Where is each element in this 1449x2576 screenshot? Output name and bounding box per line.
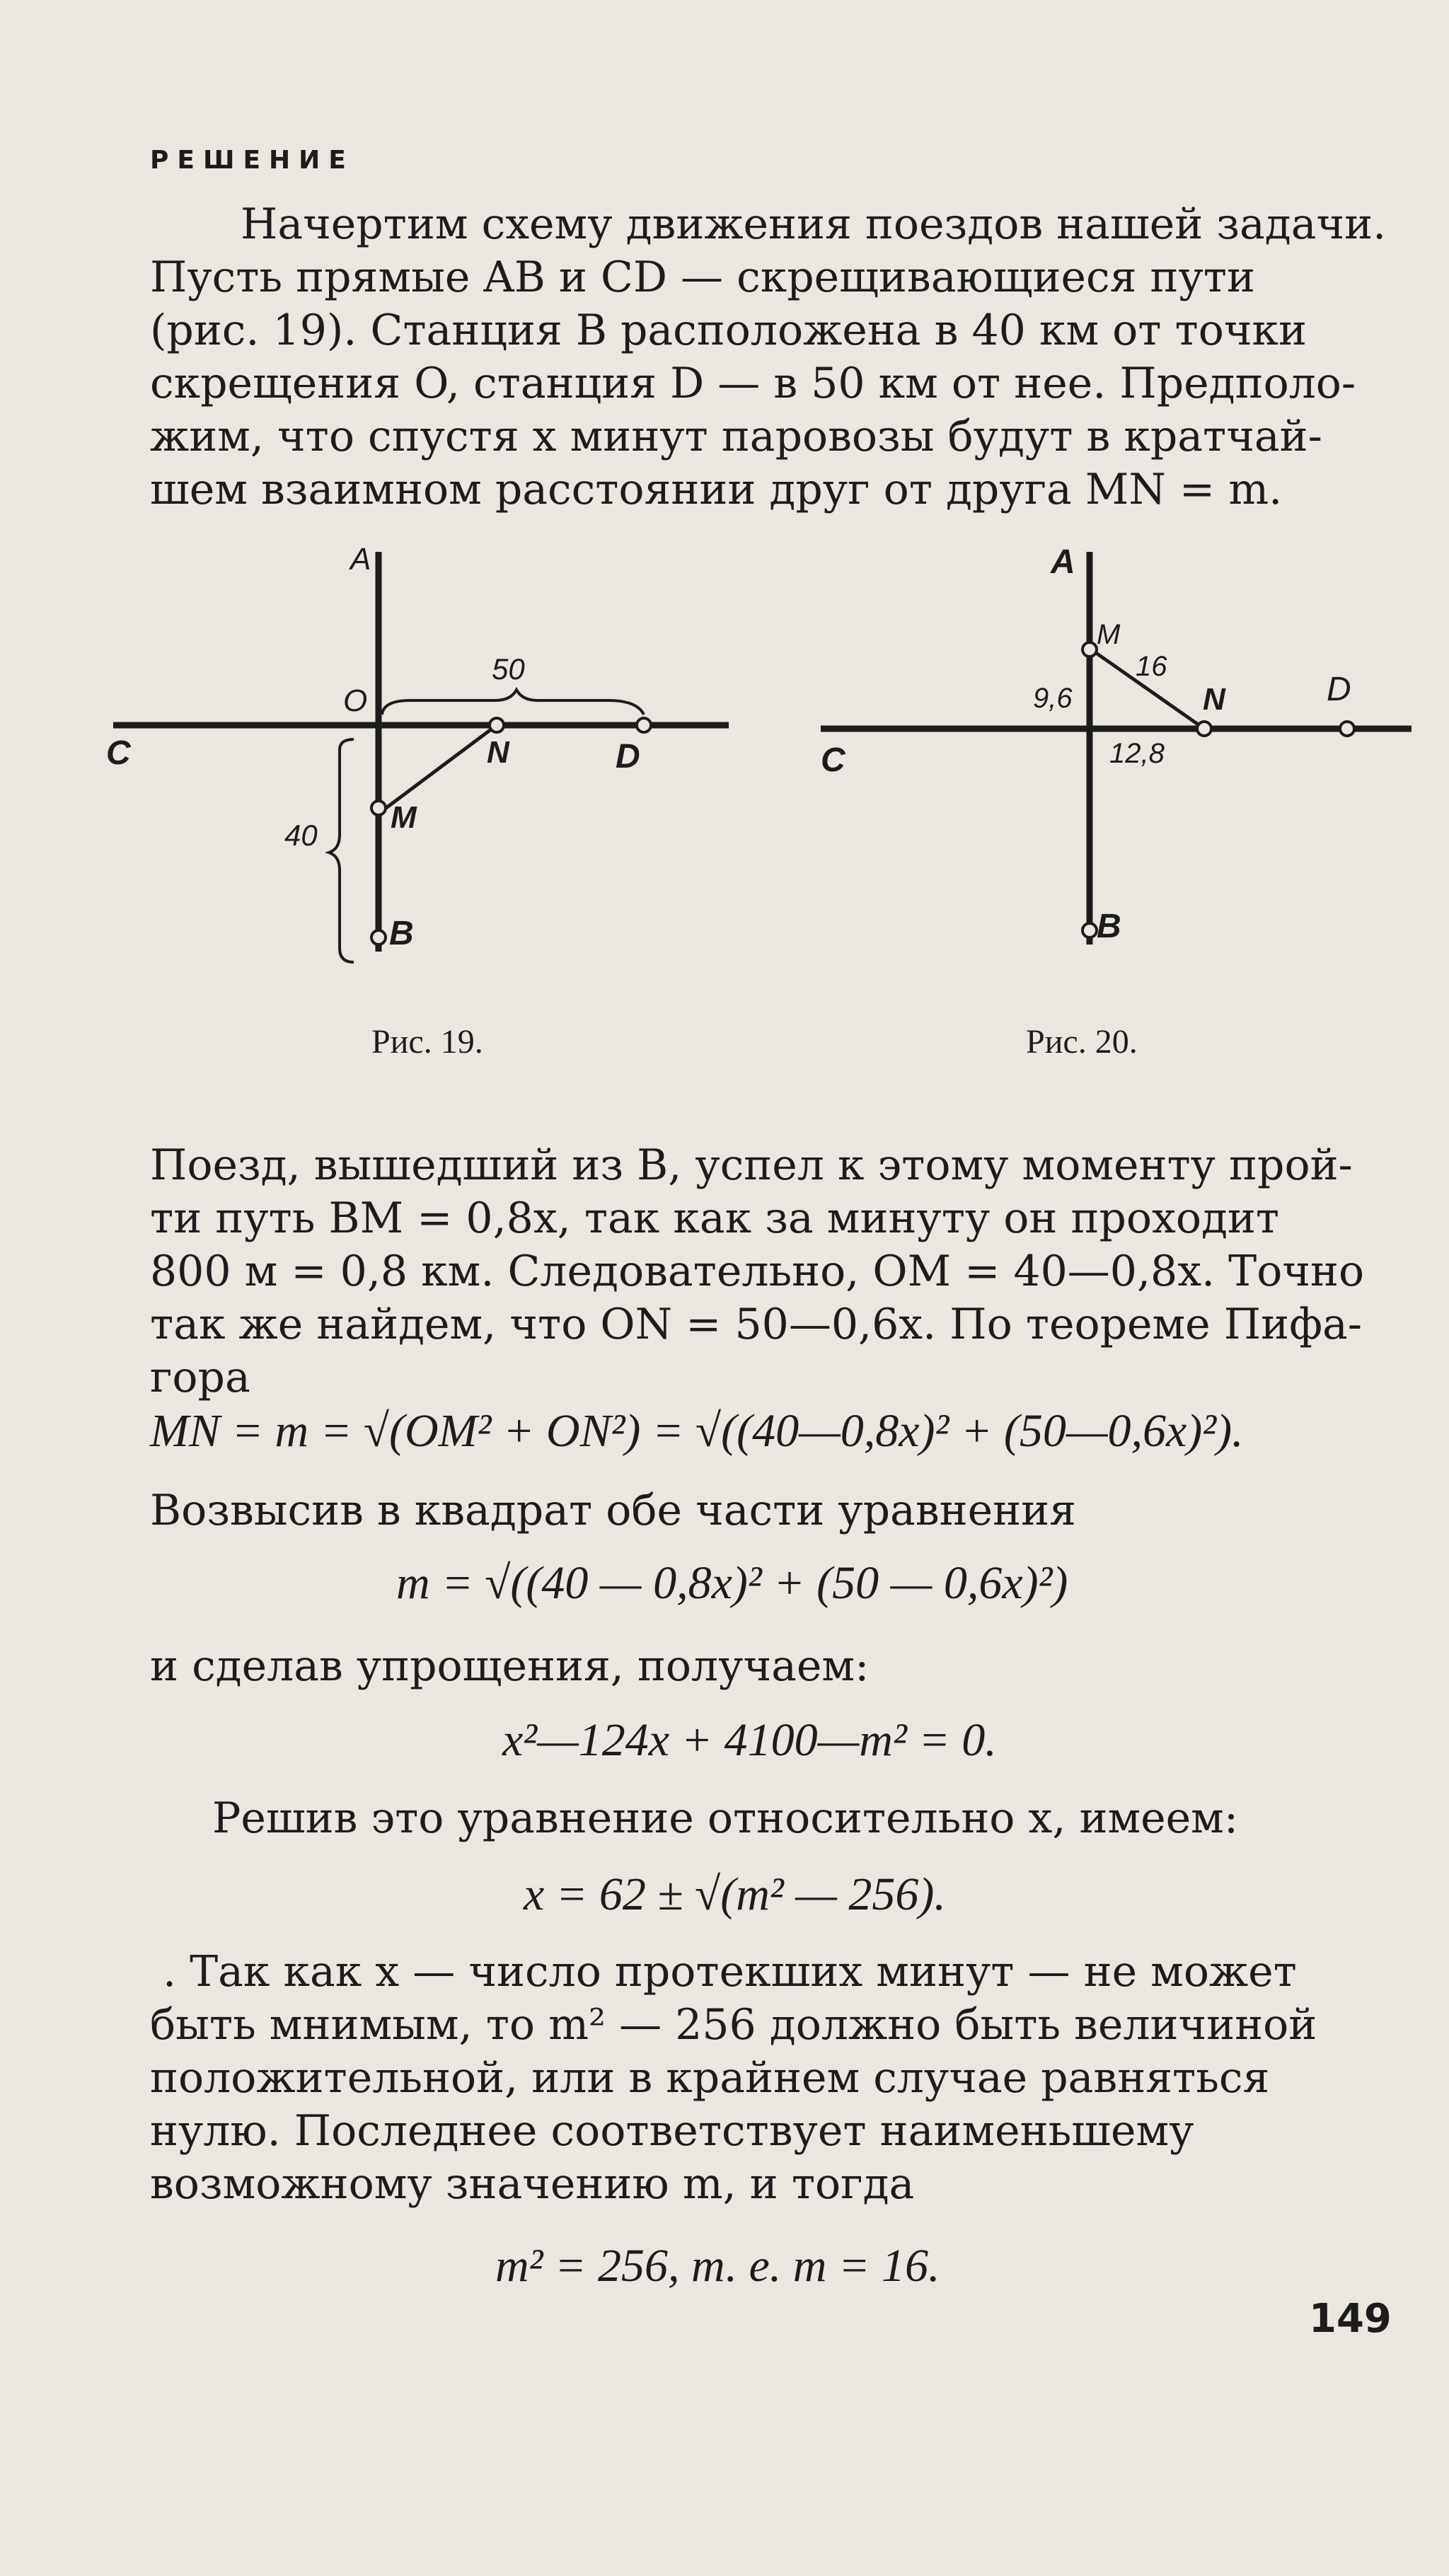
label-b: B [389,915,414,952]
text-line: Возвысив в квадрат обе части уравнения [150,1486,1076,1535]
equation-result: m² = 256, т. е. m = 16. [495,2240,940,2292]
dimension-od: 50 [492,652,525,686]
label-d: D [1327,671,1351,708]
text-line: Пусть прямые AB и CD — скрещивающиеся пу… [150,253,1255,302]
text-line: (рис. 19). Станция B расположена в 40 км… [150,306,1307,355]
figure-19: A O C N D M B 50 40 [106,542,729,964]
text-line: быть мнимым, то m² — 256 должно быть вел… [150,2000,1317,2050]
segment-om-length: 9,6 [1033,683,1073,714]
figure-20: A M 16 9,6 N D C 12,8 B [821,543,1412,945]
dimension-ob: 40 [284,819,318,852]
segment-on-length: 12,8 [1109,738,1165,769]
label-a: A [1050,543,1075,581]
figure-19-caption: Рис. 19. [371,1023,483,1061]
figure-20-caption: Рис. 20. [1026,1023,1138,1061]
label-c: C [821,741,846,779]
page-number: 149 [1309,2296,1392,2342]
text-line: так же найдем, что ON = 50—0,6x. По теор… [150,1300,1363,1349]
label-m: M [1097,619,1121,650]
text-line: . Так как x — число протекших минут — не… [163,1947,1297,1997]
equation-solution: x = 62 ± √(m² — 256). [524,1869,946,1920]
label-m: M [391,800,417,835]
label-b: B [1097,908,1121,945]
label-n: N [487,735,510,770]
equation-m: m = √((40 — 0,8x)² + (50 — 0,6x)²) [396,1557,1068,1609]
label-c: C [106,734,132,772]
text-line: положительной, или в крайнем случае равн… [150,2053,1270,2103]
label-a: A [348,542,371,577]
text-line: гора [150,1353,250,1402]
text-line: возможному значению m, и тогда [150,2159,915,2209]
section-heading: РЕШЕНИЕ [150,146,354,175]
text-line: Поезд, вышедший из B, успел к этому моме… [150,1140,1353,1190]
text-line: 800 м = 0,8 км. Следовательно, OM = 40—0… [150,1247,1365,1296]
equation-quadratic: x²—124x + 4100—m² = 0. [502,1714,997,1766]
text-line: ти путь BM = 0,8x, так как за минуту он … [150,1194,1280,1243]
equation-pythagoras: MN = m = √(OM² + ON²) = √((40—0,8x)² + (… [150,1405,1244,1457]
text-line: жим, что спустя x минут паровозы будут в… [150,412,1322,461]
label-d: D [616,738,640,775]
text-line: скрещения O, станция D — в 50 км от нее.… [150,359,1356,408]
label-o: O [343,683,367,718]
label-n: N [1203,682,1226,717]
text-line: Решив это уравнение относительно x, имее… [212,1794,1239,1843]
text-line: Начертим схему движения поездов нашей за… [241,200,1387,249]
text-line: шем взаимном расстоянии друг от друга MN… [150,465,1283,514]
text-line: и сделав упрощения, получаем: [150,1641,870,1691]
segment-mn-length: 16 [1136,651,1167,682]
text-line: нулю. Последнее соответствует наименьшем… [150,2106,1194,2156]
